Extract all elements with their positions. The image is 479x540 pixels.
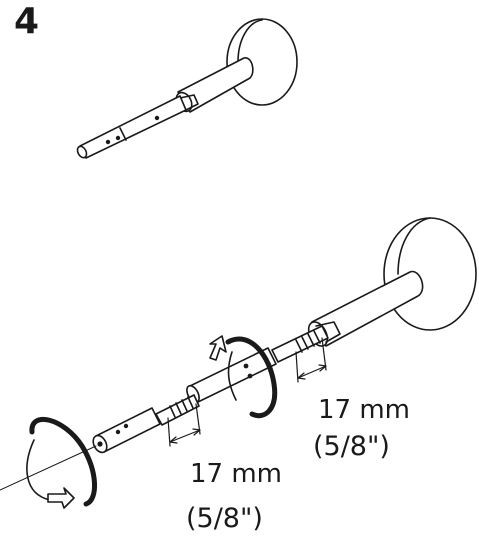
bracket-extended (0, 218, 476, 490)
tube-hole (248, 374, 251, 377)
measurement-lower-metric: 17 mm (190, 461, 282, 487)
rotation-arrow-icon (210, 336, 226, 360)
bracket-rod (80, 96, 186, 158)
measurement-lower-imperial: (5/8") (186, 505, 263, 532)
measurement-upper-metric: 17 mm (318, 397, 410, 423)
rod-hole (107, 141, 110, 144)
rod-hole (117, 137, 120, 140)
rod-tip-hole (98, 442, 102, 446)
rod-hole (156, 117, 159, 120)
threaded-screw (156, 395, 199, 425)
tube-hole (244, 364, 247, 367)
rod-hole (117, 431, 120, 434)
rotation-arrow-icon (48, 488, 74, 508)
rod-hole (125, 425, 128, 428)
dimension-line (170, 430, 200, 442)
step-number: 4 (14, 4, 39, 40)
axis-line (0, 446, 96, 490)
bracket-assembled (76, 19, 297, 159)
measurement-upper-imperial: (5/8") (313, 433, 390, 460)
dimension-line (298, 366, 326, 378)
rotation-ring-left (32, 419, 95, 504)
rotation-arrow-icon (27, 440, 50, 500)
